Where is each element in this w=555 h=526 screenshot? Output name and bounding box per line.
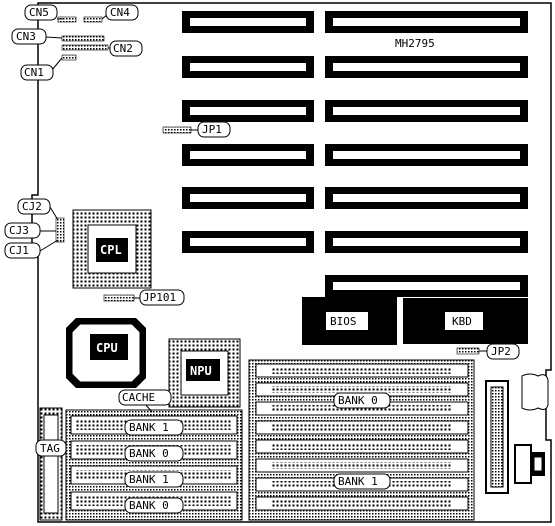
jp2-jumper: JP2 bbox=[456, 343, 520, 360]
cache-bank-label: BANK 0 bbox=[129, 499, 169, 512]
cache-label: CACHE bbox=[122, 391, 155, 404]
keyboard-connector bbox=[514, 444, 545, 484]
cn1-callout: CN1 bbox=[20, 64, 54, 81]
cpl-label: CPL bbox=[100, 243, 122, 257]
kbd-chip: KBD bbox=[403, 298, 528, 344]
cn-connectors bbox=[45, 13, 114, 71]
simm-bank-1: BANK 1 bbox=[333, 473, 391, 490]
cj1-label: CJ1 bbox=[9, 244, 29, 257]
isa-slots-left bbox=[182, 11, 314, 253]
simm-bank-1-label: BANK 1 bbox=[338, 475, 378, 488]
cpu-chip: CPU bbox=[66, 318, 146, 388]
cache-bank-label: BANK 1 bbox=[129, 421, 169, 434]
cpu-label: CPU bbox=[96, 341, 118, 355]
cn4-callout: CN4 bbox=[105, 4, 139, 21]
cj2-label: CJ2 bbox=[22, 200, 42, 213]
bios-chip: BIOS bbox=[302, 297, 397, 345]
board-outline bbox=[31, 2, 552, 523]
isa-slots-right bbox=[325, 11, 528, 297]
simm-bank-0-label: BANK 0 bbox=[338, 394, 378, 407]
simm-bank-0: BANK 0 bbox=[333, 392, 391, 409]
jp101-jumper: JP101 bbox=[103, 289, 185, 306]
cn4-label: CN4 bbox=[110, 6, 130, 19]
cpl-chip: CPL bbox=[72, 209, 152, 289]
jp2-label: JP2 bbox=[491, 345, 511, 358]
npu-label: NPU bbox=[190, 364, 212, 378]
cn2-callout: CN2 bbox=[109, 40, 143, 57]
cj-jumpers bbox=[39, 206, 65, 252]
cache-bank-row-1: BANK 1 bbox=[124, 419, 184, 436]
cache-bank-row-4: BANK 0 bbox=[124, 497, 184, 514]
cache-bank-label: BANK 1 bbox=[129, 473, 169, 486]
cn3-label: CN3 bbox=[16, 30, 36, 43]
tag-label: TAG bbox=[40, 442, 60, 455]
cn2-label: CN2 bbox=[113, 42, 133, 55]
bios-label: BIOS bbox=[330, 315, 357, 328]
battery-outline bbox=[521, 373, 549, 411]
cj3-callout: CJ3 bbox=[4, 222, 41, 239]
cache-bank-row-2: BANK 0 bbox=[124, 445, 184, 462]
cache-bank-row-3: BANK 1 bbox=[124, 471, 184, 488]
cn3-callout: CN3 bbox=[11, 28, 47, 45]
cn5-callout: CN5 bbox=[24, 4, 58, 21]
npu-chip: NPU bbox=[168, 338, 241, 408]
cj2-callout: CJ2 bbox=[17, 198, 51, 215]
tag-chip: TAG bbox=[35, 407, 67, 521]
board-model: MH2795 bbox=[395, 37, 435, 50]
cache-callout: CACHE bbox=[118, 389, 172, 413]
jp1-jumper: JP1 bbox=[162, 121, 231, 138]
simm-area bbox=[248, 359, 475, 521]
jp101-label: JP101 bbox=[143, 291, 176, 304]
cn1-label: CN1 bbox=[24, 66, 44, 79]
cj1-callout: CJ1 bbox=[4, 242, 41, 259]
jp1-label: JP1 bbox=[202, 123, 222, 136]
cache-bank-label: BANK 0 bbox=[129, 447, 169, 460]
power-connector bbox=[485, 380, 509, 494]
cn5-label: CN5 bbox=[29, 6, 49, 19]
cj3-label: CJ3 bbox=[9, 224, 29, 237]
kbd-label: KBD bbox=[452, 315, 472, 328]
